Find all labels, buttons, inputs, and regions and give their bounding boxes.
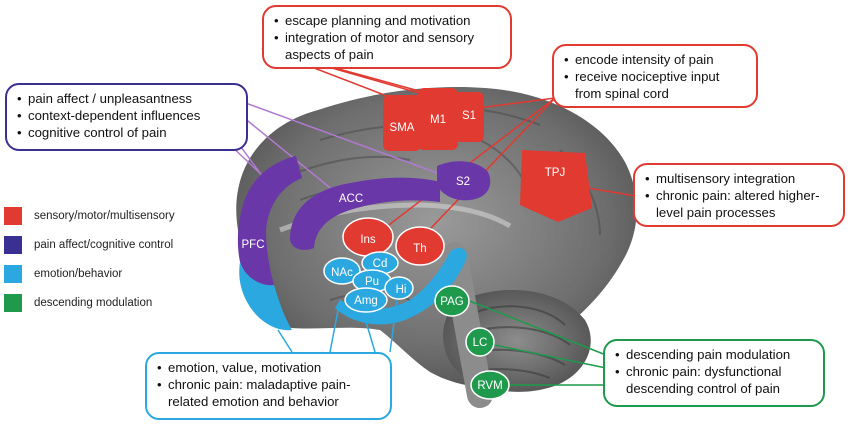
label-cd: Cd [373,258,388,270]
region-amg [344,287,388,313]
region-lc [465,327,495,357]
emotion-item-1: emotion, value, motivation [157,359,380,376]
region-pfc-lower [239,262,292,331]
legend-swatch-affect [4,236,22,254]
affect-info-box: pain affect / unpleasantness context-dep… [5,83,248,151]
multisensory-item-2: chronic pain: altered higher-level pain … [645,187,833,221]
affect-item-3: cognitive control of pain [17,124,236,141]
motor-item-1: escape planning and motivation [274,12,500,29]
label-amg: Amg [354,295,378,307]
label-ins: Ins [360,234,376,246]
descending-item-2: chronic pain: dysfunctional descending c… [615,363,813,397]
region-pfc [237,156,302,286]
motor-info-box: escape planning and motivation integrati… [262,5,512,69]
label-s1: S1 [462,110,476,122]
legend-item-descending: descending modulation [4,293,224,313]
label-rvm: RVM [477,380,502,392]
motor-item-2: integration of motor and sensory aspects… [274,29,500,63]
label-nac: NAc [331,267,353,279]
legend: sensory/motor/multisensory pain affect/c… [4,206,224,322]
region-limbic-band [335,247,467,325]
region-sma [383,95,421,151]
label-lc: LC [473,337,488,349]
label-pag: PAG [440,296,463,308]
region-tpj [520,150,592,222]
multisensory-info-box: multisensory integration chronic pain: a… [633,163,845,227]
label-th: Th [413,243,426,255]
label-pfc: PFC [242,239,265,251]
intensity-info-box: encode intensity of pain receive nocicep… [552,44,758,108]
legend-swatch-emotion [4,265,22,283]
legend-swatch-sensory [4,207,22,225]
legend-label-affect: pain affect/cognitive control [34,239,174,251]
label-acc: ACC [339,193,363,205]
region-hi [384,276,414,300]
region-s2 [437,161,491,201]
legend-label-emotion: emotion/behavior [34,268,123,280]
affect-item-2: context-dependent influences [17,107,236,124]
label-sma: SMA [390,122,415,134]
legend-label-sensory: sensory/motor/multisensory [34,210,175,222]
legend-item-emotion: emotion/behavior [4,264,224,284]
emotion-info-box: emotion, value, motivation chronic pain:… [145,352,392,420]
intensity-item-1: encode intensity of pain [564,51,746,68]
region-pag [434,285,470,317]
label-m1: M1 [430,114,446,126]
descending-item-1: descending pain modulation [615,346,813,363]
descending-info-box: descending pain modulation chronic pain:… [603,339,825,407]
emotion-item-2: chronic pain: maladaptive pain-related e… [157,376,380,410]
legend-swatch-descending [4,294,22,312]
region-s1 [454,92,484,142]
legend-label-descending: descending modulation [34,297,153,309]
label-hi: Hi [396,284,407,296]
legend-item-affect: pain affect/cognitive control [4,235,224,255]
label-pu: Pu [365,276,379,288]
intensity-item-2: receive nociceptive input from spinal co… [564,68,746,102]
label-tpj: TPJ [545,167,565,179]
label-s2: S2 [456,176,470,188]
region-th [395,226,445,266]
region-acc [290,177,440,250]
region-nac [323,257,361,285]
affect-item-1: pain affect / unpleasantness [17,90,236,107]
region-m1 [418,88,458,150]
region-rvm [470,370,510,400]
legend-item-sensory: sensory/motor/multisensory [4,206,224,226]
multisensory-item-1: multisensory integration [645,170,833,187]
